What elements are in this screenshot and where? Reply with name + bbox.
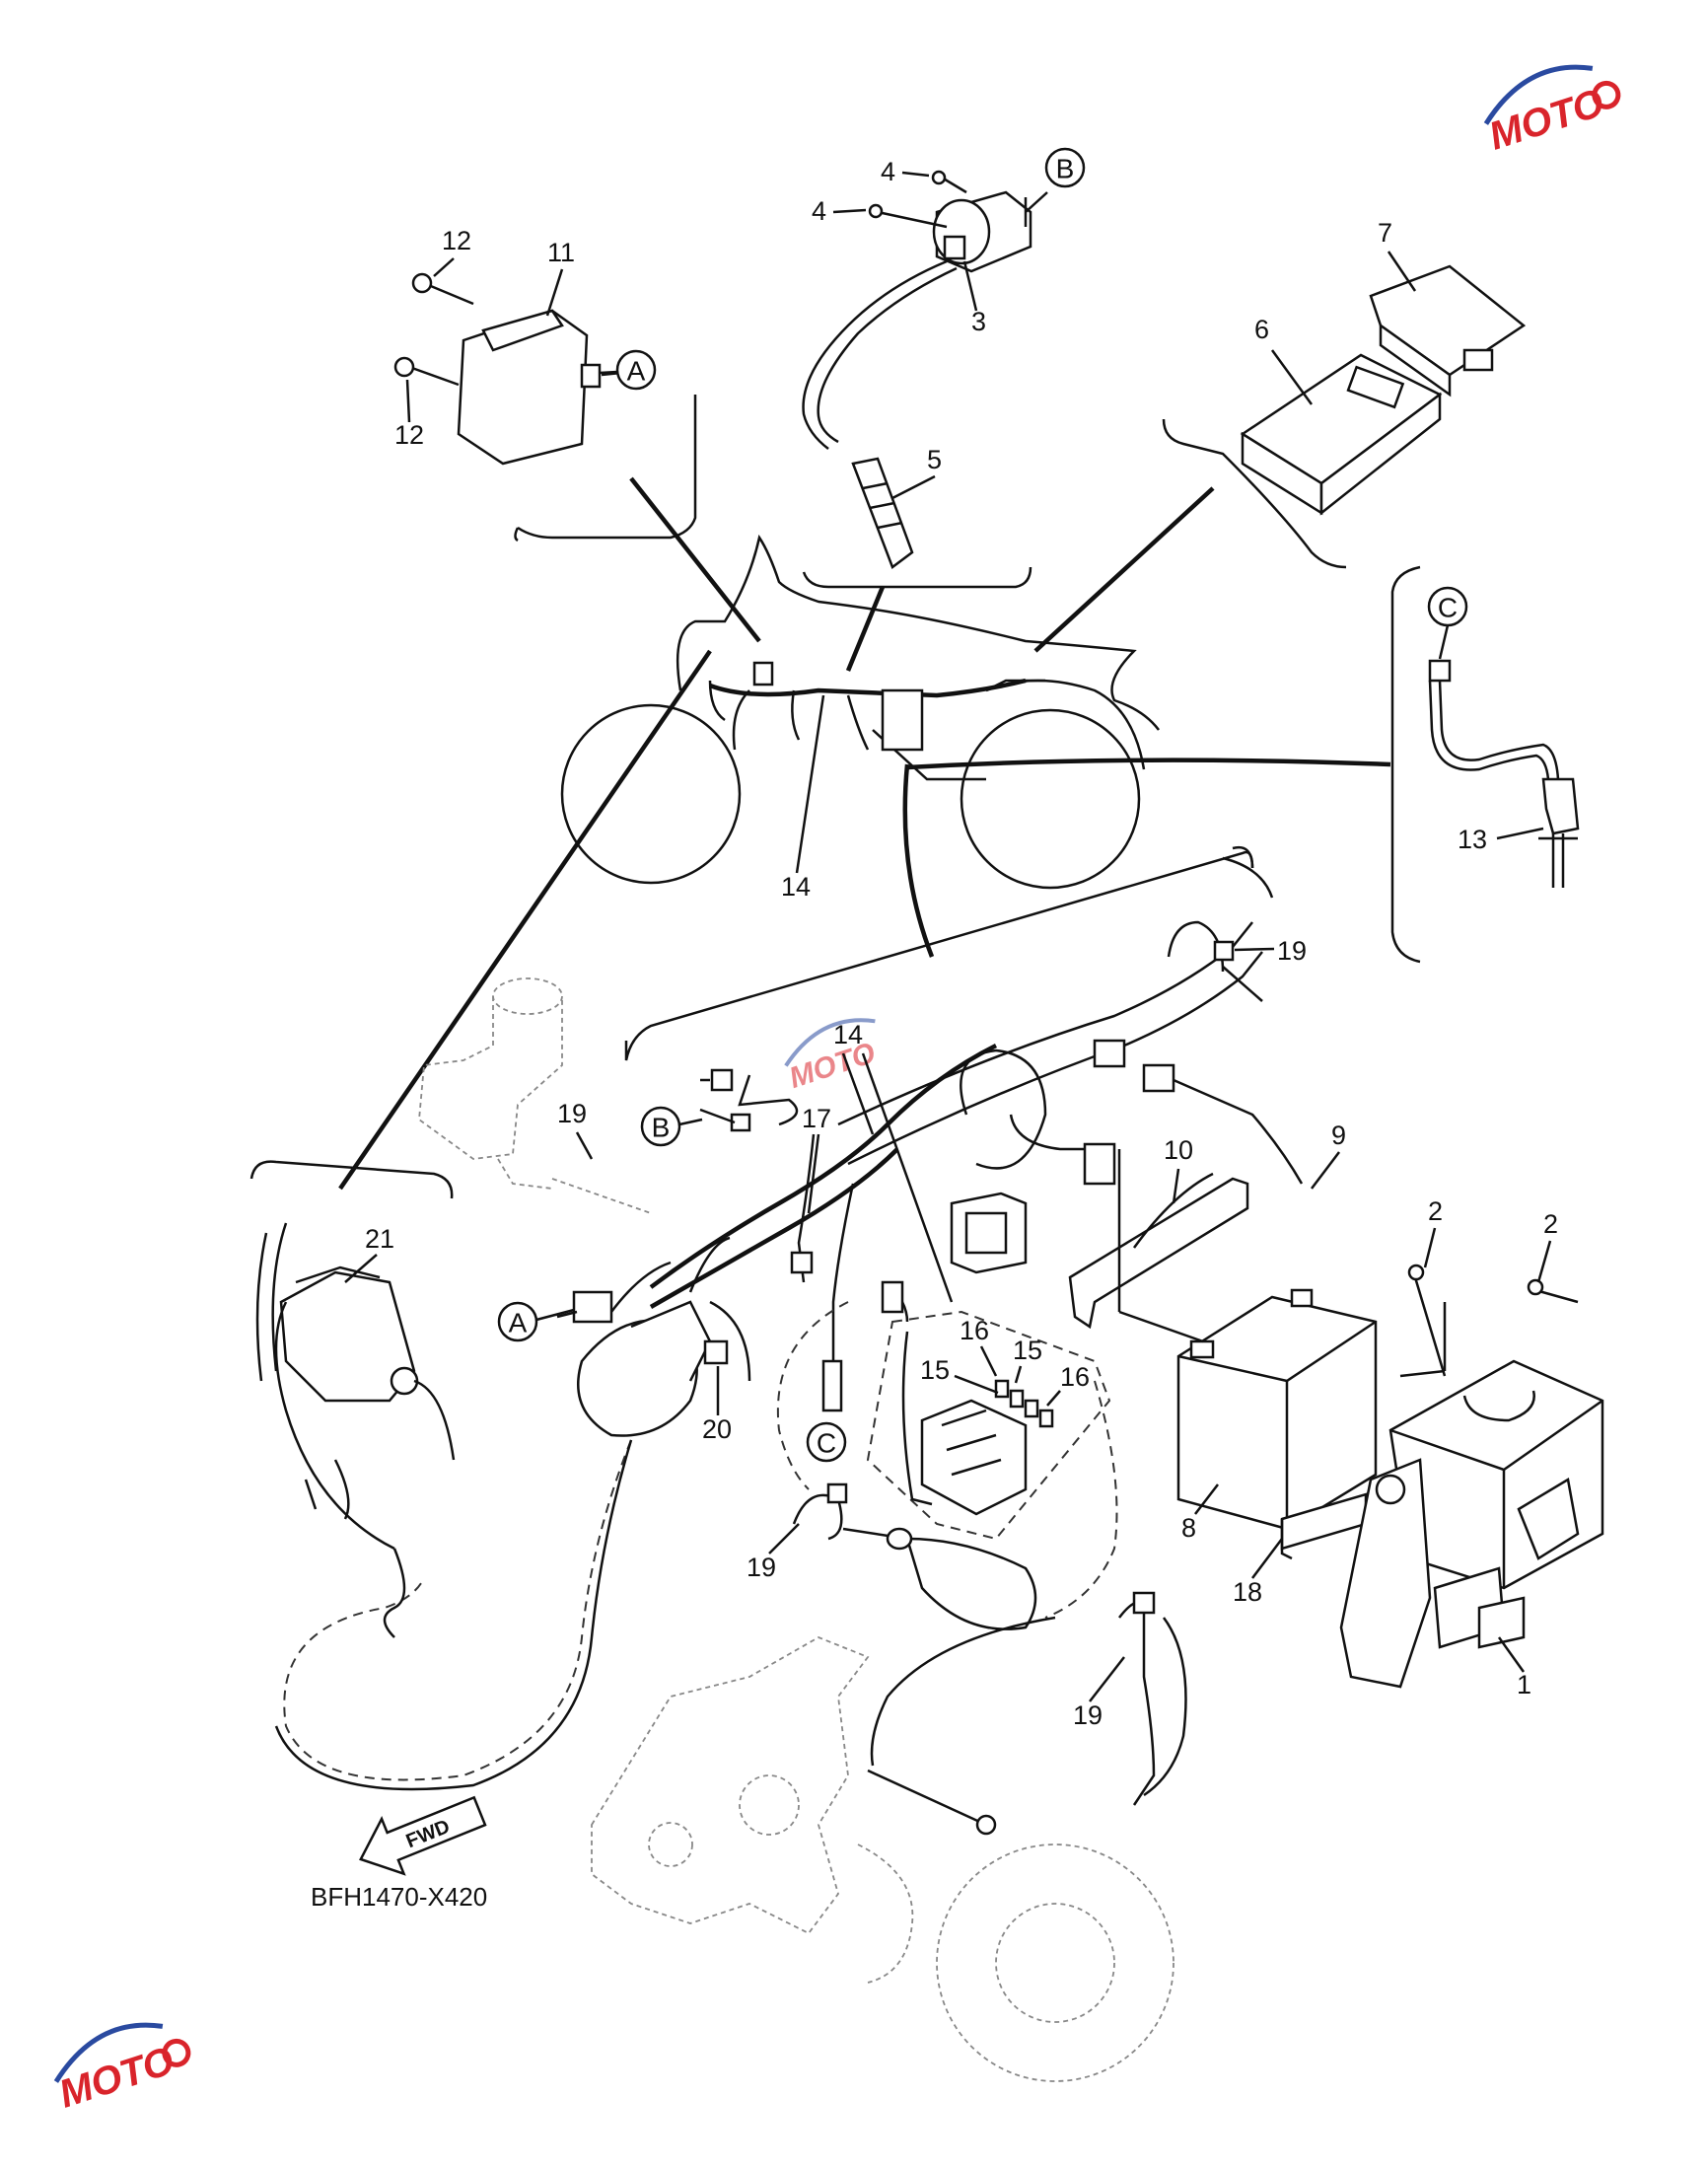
battery-group (1068, 1149, 1604, 1689)
part-label-2a: 2 (1428, 1196, 1443, 1226)
part-label-18: 18 (1233, 1577, 1262, 1607)
part-label-17: 17 (802, 1104, 831, 1133)
part-label-14b: 14 (833, 1020, 863, 1049)
ecu-group (1240, 264, 1527, 516)
part-label-8: 8 (1181, 1513, 1196, 1543)
part-label-19b: 19 (557, 1099, 587, 1128)
reference-callouts: A B C B A C (497, 147, 1468, 1463)
fwd-arrow: FWD (359, 1795, 487, 1876)
part-label-20: 20 (702, 1414, 732, 1444)
part-label-1: 1 (1517, 1670, 1531, 1699)
part-label-12a: 12 (442, 226, 471, 255)
neutral-switch-group (1428, 659, 1580, 888)
engine-ghost (591, 1636, 1174, 2082)
svg-text:MOTO: MOTO (54, 2039, 179, 2117)
part-label-12b: 12 (394, 420, 424, 450)
part-label-6: 6 (1254, 315, 1269, 344)
part-label-16a: 16 (960, 1316, 989, 1345)
part-number-labels: 1 2 2 3 4 4 5 6 7 8 9 10 11 12 12 13 14 … (344, 157, 1558, 1730)
diagram-code: BFH1470-X420 (311, 1882, 487, 1912)
left-switch-group (255, 1222, 456, 1638)
part-label-4b: 4 (812, 196, 826, 226)
callout-a-top: A (599, 349, 657, 391)
main-harness (274, 856, 1304, 1806)
part-label-13: 13 (1458, 825, 1487, 854)
ignition-coil-group (802, 170, 1048, 569)
gear-icon (1592, 80, 1621, 109)
svg-text:MOTO: MOTO (785, 1037, 879, 1095)
svg-text:A: A (627, 356, 646, 387)
callout-a-harness: A (497, 1301, 575, 1342)
svg-text:C: C (1438, 593, 1458, 623)
part-label-14a: 14 (781, 872, 811, 902)
callout-c-right: C (1427, 586, 1468, 660)
rectifier-group (393, 272, 622, 466)
part-label-19c: 19 (747, 1553, 776, 1582)
svg-text:B: B (652, 1113, 671, 1143)
part-label-4a: 4 (881, 157, 895, 186)
svg-text:B: B (1056, 154, 1075, 184)
part-label-15b: 15 (920, 1355, 950, 1385)
part-label-19a: 19 (1277, 936, 1307, 966)
part-label-10: 10 (1164, 1135, 1193, 1165)
svg-text:C: C (817, 1428, 836, 1459)
part-label-5: 5 (927, 445, 942, 474)
motorcycle-outline (560, 534, 1160, 890)
watermark-bottom-left: MOTO (54, 2022, 191, 2117)
fuse-set (994, 1379, 1054, 1428)
part-label-2b: 2 (1543, 1209, 1558, 1239)
gear-icon (162, 2038, 191, 2067)
callout-b-harness: B (640, 1106, 703, 1147)
part-label-16b: 16 (1060, 1362, 1090, 1392)
part-label-9: 9 (1331, 1121, 1346, 1150)
part-label-3: 3 (971, 307, 986, 336)
callout-b-top: B (1044, 147, 1086, 188)
callout-c-harness: C (806, 1421, 847, 1463)
part-label-11: 11 (547, 238, 575, 267)
svg-text:MOTO: MOTO (1484, 81, 1609, 159)
part-label-19d: 19 (1073, 1700, 1103, 1730)
part-label-15a: 15 (1013, 1336, 1042, 1365)
ignition-switch-ghost (418, 977, 652, 1214)
watermark-top-right: MOTO (1484, 64, 1621, 159)
part-label-7: 7 (1378, 218, 1392, 248)
svg-text:A: A (509, 1308, 528, 1338)
part-label-21: 21 (365, 1224, 394, 1254)
